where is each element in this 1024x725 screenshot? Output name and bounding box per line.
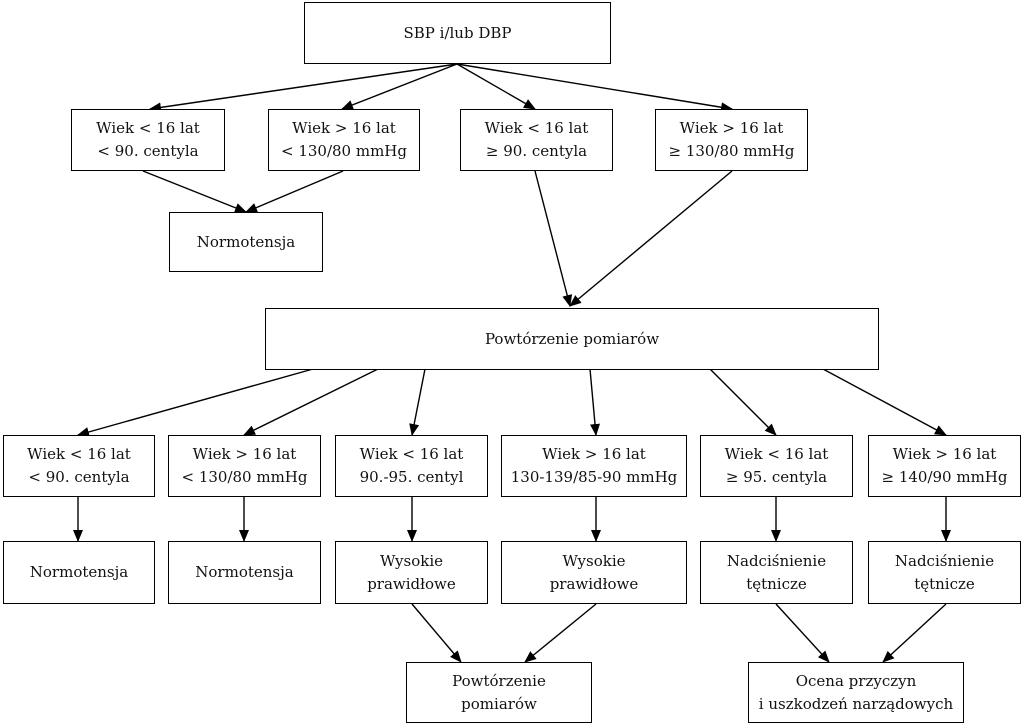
arrow-l4-6-to-final-assessment — [882, 603, 947, 663]
arrow-repeat-to-l3-4 — [589, 368, 600, 436]
level4-box-1-line1: Normotensja — [29, 563, 129, 581]
arrow-root-to-l1-4 — [456, 63, 733, 113]
root-box: SBP i/lub DBP — [304, 2, 611, 64]
repeat-measurements-box: Powtórzenie pomiarów — [265, 308, 879, 370]
level3-box-3: Wiek < 16 lat 90.-95. centyl — [335, 435, 488, 497]
level4-box-3-line1: Wysokie — [379, 551, 444, 570]
level4-box-1: Normotensja — [3, 541, 155, 604]
level4-box-4-line2: prawidłowe — [549, 574, 639, 593]
level4-box-3: Wysokie prawidłowe — [335, 541, 488, 604]
level4-box-6-line1: Nadciśnienie — [894, 551, 995, 570]
level1-box-2-line1: Wiek > 16 lat — [292, 119, 396, 137]
level1-box-2: Wiek > 16 lat < 130/80 mmHg — [268, 109, 420, 171]
arrow-repeat-to-l3-1 — [77, 368, 314, 437]
final-repeat-line1: Powtórzenie — [452, 671, 546, 690]
level3-box-1: Wiek < 16 lat < 90. centyla — [3, 435, 155, 497]
normotension-top-box: Normotensja — [169, 212, 323, 272]
arrow-repeat-to-l3-6 — [822, 368, 947, 436]
level4-box-5-line2: tętnicze — [746, 574, 807, 593]
level3-box-2-line1: Wiek > 16 lat — [192, 445, 297, 463]
arrow-l4-3-to-final-repeat — [411, 603, 462, 663]
arrow-root-to-l1-3 — [456, 63, 536, 110]
level3-box-1-line1: Wiek < 16 lat — [27, 445, 131, 463]
level1-box-4-line1: Wiek > 16 lat — [679, 119, 784, 137]
level3-box-3-line2: 90.-95. centyl — [359, 468, 464, 486]
level4-box-6: Nadciśnienie tętnicze — [868, 541, 1021, 604]
level4-box-6-line2: tętnicze — [914, 574, 975, 593]
final-repeat-box: Powtórzenie pomiarów — [406, 662, 592, 723]
level3-box-4-line2: 130-139/85-90 mmHg — [510, 468, 678, 486]
level4-box-5-line1: Nadciśnienie — [726, 551, 827, 570]
level3-box-6-line2: ≥ 140/90 mmHg — [881, 468, 1008, 486]
level3-box-2: Wiek > 16 lat < 130/80 mmHg — [168, 435, 321, 497]
level1-box-3-line2: ≥ 90. centyla — [485, 142, 588, 160]
level3-box-5-line1: Wiek < 16 lat — [724, 445, 829, 463]
level1-box-2-line2: < 130/80 mmHg — [280, 142, 407, 160]
level4-box-2-line1: Normotensja — [195, 563, 294, 581]
arrow-l1-4-to-repeat — [569, 170, 733, 307]
level3-box-5: Wiek < 16 lat ≥ 95. centyla — [700, 435, 853, 497]
arrow-l1-1-to-normotension — [142, 170, 247, 213]
level1-box-1-line1: Wiek < 16 lat — [96, 119, 200, 137]
arrow-repeat-to-l3-3 — [409, 368, 426, 436]
level1-box-3: Wiek < 16 lat ≥ 90. centyla — [460, 109, 613, 171]
arrow-repeat-to-l3-2 — [243, 368, 379, 436]
final-repeat-line2: pomiarów — [461, 694, 537, 713]
level1-box-1-line2: < 90. centyla — [97, 142, 199, 160]
level1-box-1: Wiek < 16 lat < 90. centyla — [71, 109, 225, 171]
arrow-root-to-l1-1 — [149, 63, 458, 113]
normotension-top-label: Normotensja — [196, 232, 296, 251]
level3-box-4-line1: Wiek > 16 lat — [542, 445, 646, 463]
final-assessment-line1: Ocena przyczyn — [795, 671, 917, 690]
level3-box-1-line2: < 90. centyla — [28, 468, 130, 486]
level1-box-4: Wiek > 16 lat ≥ 130/80 mmHg — [655, 109, 808, 171]
arrow-l1-3-to-repeat — [534, 170, 573, 307]
repeat-measurements-label: Powtórzenie pomiarów — [484, 329, 660, 348]
root-label: SBP i/lub DBP — [403, 23, 512, 42]
level3-box-5-line2: ≥ 95. centyla — [725, 468, 828, 486]
level4-box-4-line1: Wysokie — [562, 551, 626, 570]
final-assessment-line2: i uszkodzeń narządowych — [758, 694, 954, 713]
final-assessment-box: Ocena przyczyn i uszkodzeń narządowych — [748, 662, 964, 723]
level1-box-4-line2: ≥ 130/80 mmHg — [668, 142, 795, 160]
level3-box-6: Wiek > 16 lat ≥ 140/90 mmHg — [868, 435, 1021, 497]
level3-box-2-line2: < 130/80 mmHg — [181, 468, 308, 486]
arrow-l4-4-to-final-repeat — [524, 603, 597, 663]
arrow-repeat-to-l3-5 — [709, 368, 777, 436]
level3-box-6-line1: Wiek > 16 lat — [892, 445, 997, 463]
level4-box-2: Normotensja — [168, 541, 321, 604]
level4-box-5: Nadciśnienie tętnicze — [700, 541, 853, 604]
arrow-l4-5-to-final-assessment — [775, 603, 830, 663]
level4-box-4: Wysokie prawidłowe — [501, 541, 687, 604]
arrow-l1-2-to-normotension — [245, 170, 344, 213]
arrow-root-to-l1-2 — [341, 63, 458, 110]
level1-box-3-line1: Wiek < 16 lat — [484, 119, 589, 137]
level3-box-4: Wiek > 16 lat 130-139/85-90 mmHg — [501, 435, 687, 497]
level3-box-3-line1: Wiek < 16 lat — [359, 445, 464, 463]
level4-box-3-line2: prawidłowe — [367, 574, 456, 593]
